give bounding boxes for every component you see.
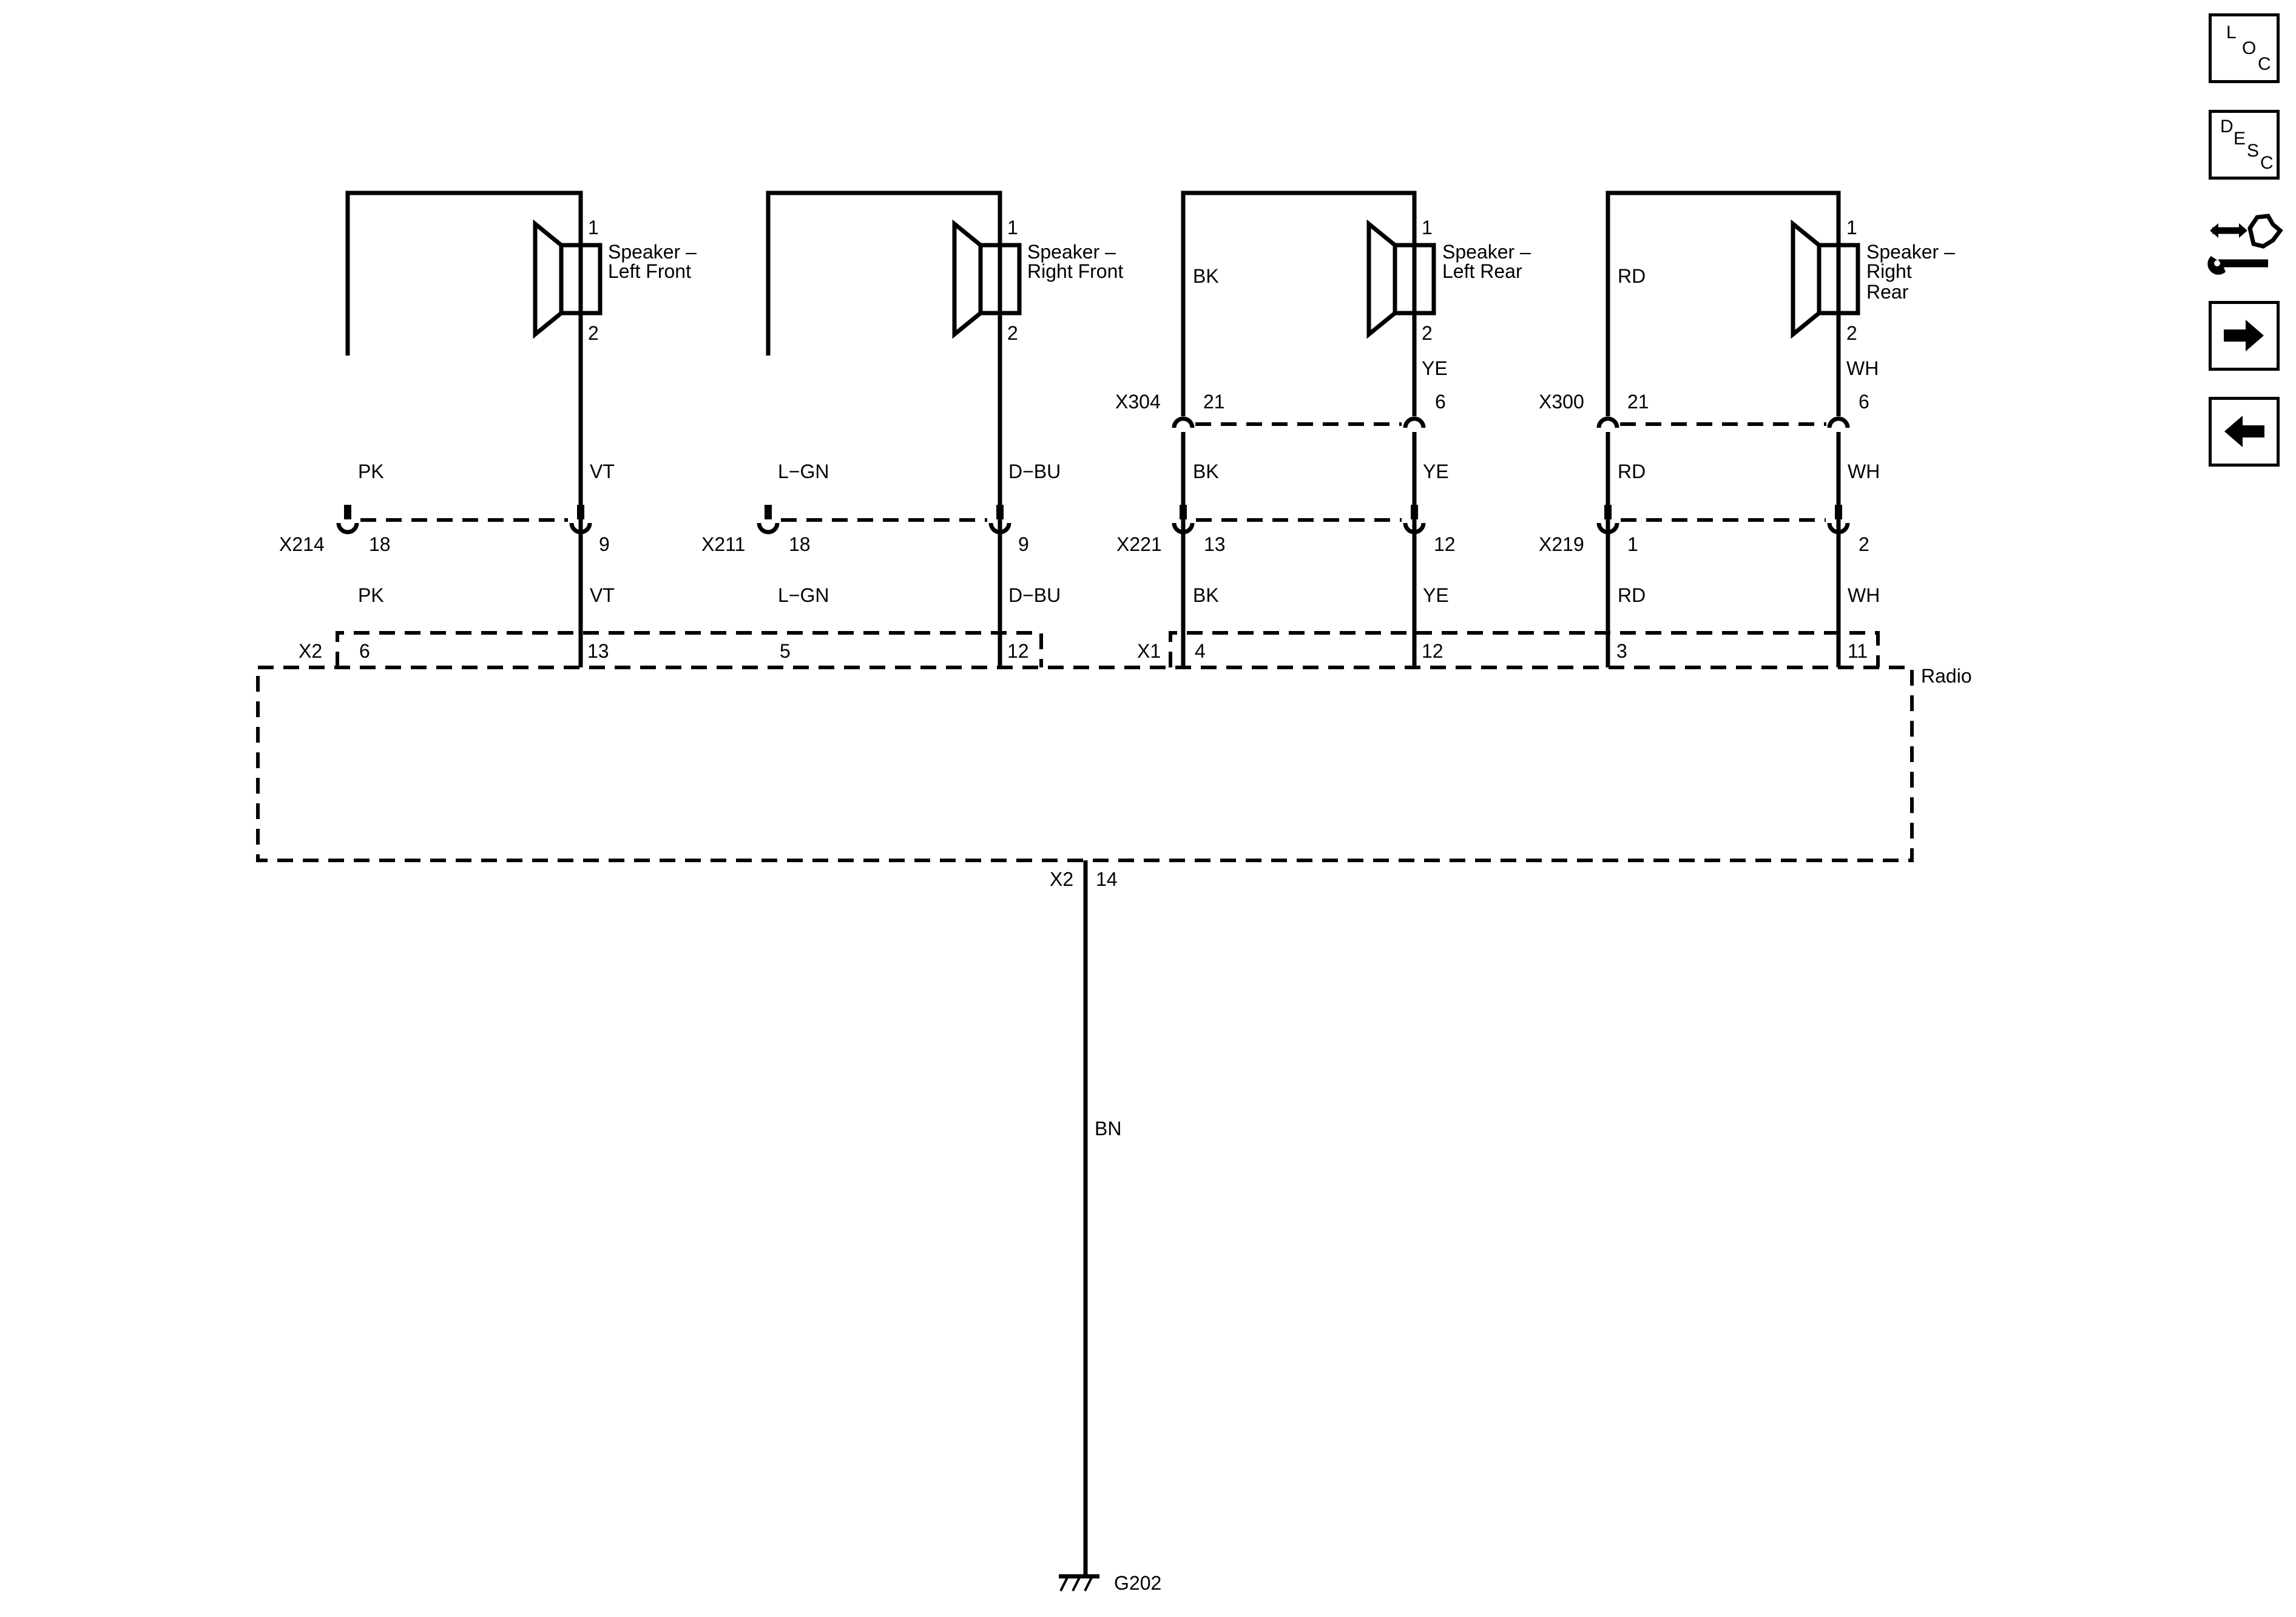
speaker-left-rear: 1 2 Speaker – Left Rear BK YE [1181,191,1531,416]
connector-tool-icon[interactable] [2205,204,2284,283]
connector-pin: 11 [1848,640,1868,662]
wire-color: YE [1422,357,1448,379]
connector-pin: 18 [369,533,391,555]
connector-pin: 5 [780,640,791,662]
connector-id: X219 [1539,533,1584,555]
connector-id: X2 [1050,868,1073,890]
speaker-pin-1: 1 [588,217,599,238]
connector-pin: 1 [1627,533,1638,555]
wire-color: YE [1423,584,1449,606]
speaker-label: Left Front [608,260,691,282]
desc-letter: D [2220,116,2234,137]
connector-id: X304 [1115,391,1161,413]
wire-color: L−GN [778,584,829,606]
wire-color: BK [1193,265,1219,287]
connector-pin: 12 [1422,640,1443,662]
connector-tool-icon-graphic [2207,214,2283,275]
wire-color: RD [1618,461,1646,482]
speaker-label: Right Front [1027,260,1123,282]
speaker-pin-2: 2 [1422,322,1433,344]
connector-pin: 13 [587,640,609,662]
loc-letter: L [2226,22,2237,42]
speaker-pin-1: 1 [1007,217,1018,238]
speaker-left-front: 1 2 Speaker – Left Front [345,191,697,667]
desc-letter: C [2260,153,2274,173]
speaker-pin-1: 1 [1846,217,1857,238]
connector-id: X214 [279,533,325,555]
connector-pin: 6 [1859,391,1869,413]
next-page-button[interactable] [2209,301,2280,371]
radio-label: Radio [1921,665,1972,687]
wire-color: WH [1848,584,1880,606]
connector-pin: 14 [1096,868,1118,890]
connector-x300: X300 21 6 [1539,391,1869,667]
speaker-label: Speaker – [608,241,697,263]
connector-x304: X304 21 6 [1115,391,1446,667]
inline-connectors: X214 18 9 X211 18 9 X221 13 12 X219 1 2 [279,505,1869,555]
speaker-right-front: 1 2 Speaker – Right Front [766,191,1123,667]
description-button[interactable]: D E S C [2209,110,2280,180]
connector-pin: 6 [1435,391,1446,413]
loc-letter: C [2258,54,2271,74]
connector-id: X300 [1539,391,1584,413]
wire-color: PK [358,584,384,606]
wire-color: PK [358,461,384,482]
wire-color: WH [1846,357,1879,379]
speaker-pin-2: 2 [588,322,599,344]
speaker-right-rear: 1 2 Speaker – Right Rear RD WH [1606,191,1955,416]
connector-pin: 2 [1859,533,1869,555]
connector-pin: 9 [599,533,610,555]
wire-color: VT [590,584,615,606]
connector-pin: 4 [1195,640,1206,662]
mid-wire-colors: PK VT L−GN D−BU BK YE RD WH [358,461,1880,482]
connector-id: X1 [1137,640,1161,662]
speaker-label: Right [1866,260,1912,282]
speaker-pin-2: 2 [1007,322,1018,344]
connector-pin: 21 [1627,391,1649,413]
desc-letter: S [2247,141,2260,161]
connector-id: X221 [1116,533,1162,555]
wire-color: D−BU [1008,584,1061,606]
ground-id: G202 [1114,1572,1161,1594]
wire-color: BK [1193,584,1219,606]
wire-color: BK [1193,461,1219,482]
wire-color: L−GN [778,461,829,482]
connector-pin: 18 [789,533,811,555]
connector-pin: 6 [359,640,370,662]
ground-circuit: BN G202 [1059,860,1161,1594]
wire-color: WH [1848,461,1880,482]
wire-color: RD [1618,584,1646,606]
connector-id: X2 [299,640,322,662]
connector-pin: 9 [1018,533,1029,555]
previous-page-button[interactable] [2209,397,2280,467]
lower-wire-colors: PK VT L−GN D−BU BK YE RD WH [358,584,1880,606]
connector-pin: 21 [1203,391,1225,413]
arrow-right-icon [2224,320,2264,351]
desc-letter: E [2234,129,2246,149]
loc-letter: O [2242,38,2257,58]
speaker-label: Speaker – [1442,241,1531,263]
speaker-label: Left Rear [1442,260,1522,282]
speaker-pin-1: 1 [1422,217,1433,238]
speaker-pin-2: 2 [1846,322,1857,344]
wire-color: BN [1095,1118,1121,1139]
connector-pin: 13 [1204,533,1226,555]
location-button[interactable]: L O C [2209,13,2280,83]
wire-color: VT [590,461,615,482]
radio-module: Radio X2 6 13 5 12 X1 4 12 3 11 X2 14 [256,631,1972,890]
speaker-label: Rear [1866,281,1909,303]
connector-pin: 3 [1616,640,1627,662]
wire-color: RD [1618,265,1646,287]
arrow-left-icon [2224,416,2264,447]
wire-color: YE [1423,461,1449,482]
wire-color: D−BU [1008,461,1061,482]
connector-pin: 12 [1007,640,1029,662]
speaker-label: Speaker – [1027,241,1116,263]
connector-id: X211 [701,533,745,555]
speaker-label: Speaker – [1866,241,1955,263]
ground-symbol [1059,1574,1099,1592]
connector-pin: 12 [1434,533,1456,555]
